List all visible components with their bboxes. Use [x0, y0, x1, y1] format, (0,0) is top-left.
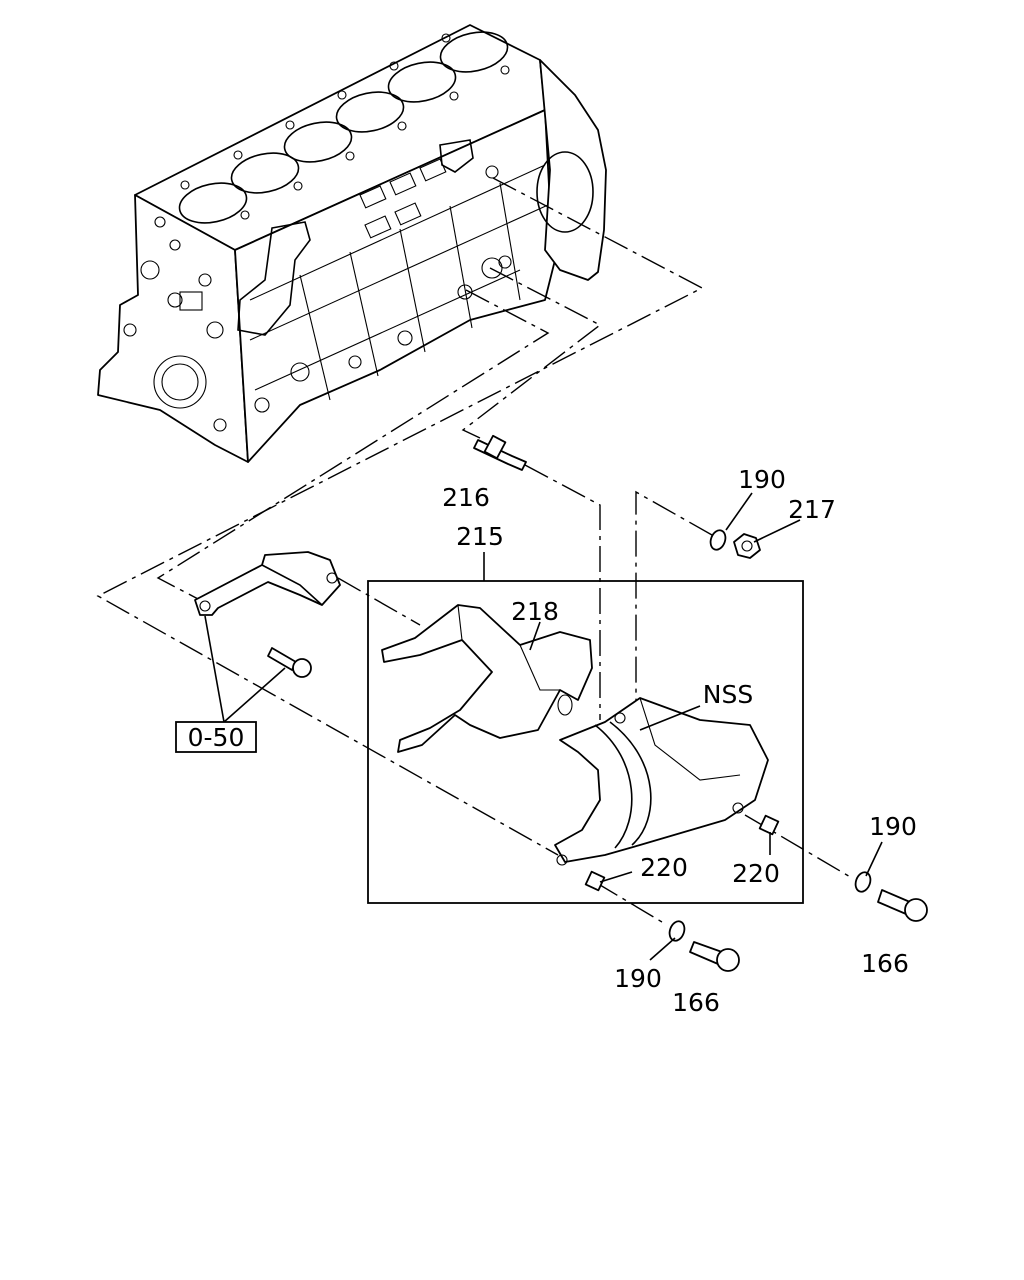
mounting-bracket	[194, 551, 341, 616]
cylinder-bores	[178, 31, 509, 224]
assembly-box-215	[367, 580, 804, 904]
bolt-166-right	[877, 889, 928, 922]
label-166-right: 166	[861, 949, 909, 978]
bolt-166-left	[689, 941, 740, 972]
label-220-right: 220	[732, 859, 780, 888]
exhaust-elbow-nss	[554, 697, 769, 866]
part-labels: 216 215 190 217 218 NSS 220 220 190 190 …	[442, 465, 917, 1017]
label-190-right: 190	[869, 812, 917, 841]
spacer-220-left	[584, 870, 606, 892]
label-215: 215	[456, 522, 504, 551]
engine-block	[97, 24, 607, 463]
washer-190-top	[709, 529, 727, 551]
label-166-left: 166	[672, 988, 720, 1017]
spacer-220-right	[758, 814, 780, 836]
label-220-left: 220	[640, 853, 688, 882]
heat-shield-218	[381, 604, 593, 753]
label-nss: NSS	[703, 680, 753, 709]
label-leaders	[529, 492, 883, 961]
reference-label: 0-50	[188, 723, 245, 752]
label-190-bottom: 190	[614, 964, 662, 993]
label-217: 217	[788, 495, 836, 524]
label-218: 218	[511, 597, 559, 626]
washer-190-right	[854, 871, 872, 893]
stud-216	[473, 434, 527, 471]
reference-box	[175, 721, 257, 753]
bracket-bolt	[267, 647, 312, 678]
washer-190-bottom	[668, 920, 686, 942]
label-216: 216	[442, 483, 490, 512]
nut-217	[733, 533, 761, 559]
label-190-top: 190	[738, 465, 786, 494]
